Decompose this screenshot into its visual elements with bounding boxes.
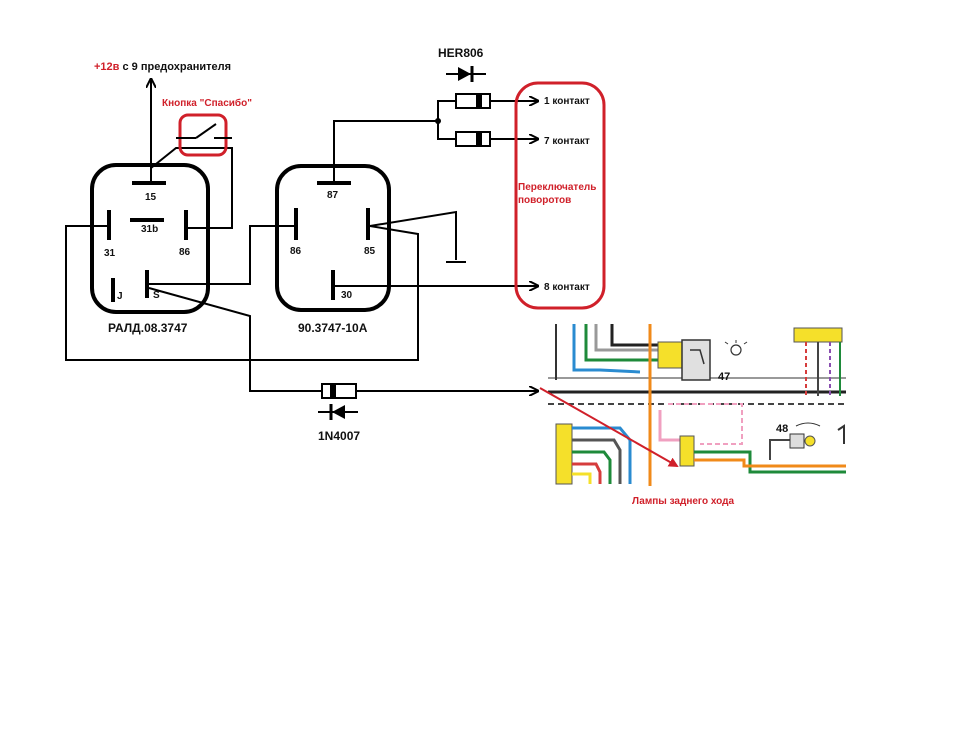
diode-symbol-her806 — [446, 66, 486, 82]
label-47: 47 — [718, 371, 730, 383]
switch-label-line2: поворотов — [518, 195, 571, 206]
diode-her806-label: HER806 — [438, 46, 484, 60]
relay1-pin-15-label: 15 — [145, 192, 157, 203]
red-arrow — [539, 387, 679, 467]
diode-block-2 — [455, 131, 491, 147]
relay1-pin-S-label: S — [153, 290, 160, 301]
relay1-pin-31b-label: 31b — [141, 224, 158, 235]
relay2-pin-30-label: 30 — [341, 290, 353, 301]
button-label: Кнопка "Спасибо" — [162, 97, 252, 109]
relay1-pin-86-label: 86 — [179, 247, 191, 258]
relay2-pin-86-label: 86 — [290, 246, 302, 257]
button-box — [178, 113, 228, 157]
diode-symbol-1n4007 — [318, 404, 358, 420]
relay2-name: 90.3747-10A — [298, 321, 368, 335]
wire-s-86 — [149, 225, 296, 285]
wire-85-ground — [369, 210, 457, 260]
wire-s-diode — [148, 287, 538, 391]
diode-1n4007-label: 1N4007 — [318, 429, 360, 443]
wire-branch-top — [437, 101, 538, 121]
switch-symbol — [176, 123, 232, 139]
label-48: 48 — [776, 423, 788, 435]
wire-87 — [333, 120, 438, 183]
switch-label-line1: Переключатель — [518, 182, 596, 193]
wire-branch-bottom — [437, 121, 538, 139]
turn-switch-box — [514, 81, 606, 310]
contact-7-label: 7 контакт — [544, 136, 590, 147]
contact-8-label: 8 контакт — [544, 282, 590, 293]
contact-1-label: 1 контакт — [544, 96, 590, 107]
relay1-name: РАЛД.08.3747 — [108, 321, 188, 335]
wire-button — [150, 147, 233, 229]
lamp-caption: Лампы заднего хода — [632, 496, 734, 507]
wire-31-loop — [65, 225, 419, 361]
wiring-schematic-image — [548, 324, 846, 486]
relay1-pin-31-label: 31 — [104, 248, 116, 259]
diode-block-3 — [321, 383, 357, 399]
relay2-pin-85-label: 85 — [364, 246, 376, 257]
diode-block-1 — [455, 93, 491, 109]
relay1-pin-J-label: J — [117, 291, 123, 302]
power-label: +12в с 9 предохранителя — [94, 61, 231, 73]
relay2-pin-87-label: 87 — [327, 190, 339, 201]
